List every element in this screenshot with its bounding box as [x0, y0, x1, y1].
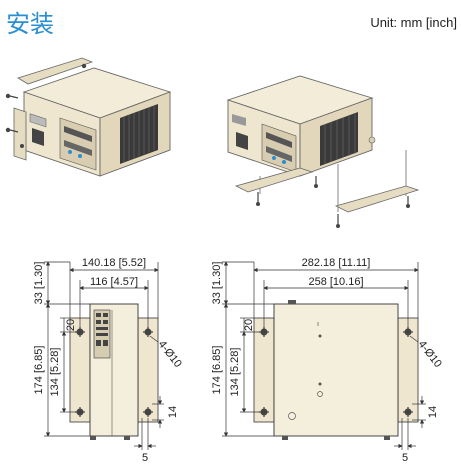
right-width-outer: 282.18 [11.11]	[302, 257, 371, 269]
right-width-inner: 258 [10.16]	[308, 276, 363, 288]
left-height-inner: 134 [5.28]	[49, 348, 61, 397]
right-top-offset: 33 [1.30]	[211, 262, 223, 305]
left-hole-spec: 4-Ø10	[156, 338, 184, 369]
iso-view-wall-mount	[5, 57, 172, 177]
iso-view-floor-mount	[226, 75, 420, 228]
left-width-outer: 140.18 [5.52]	[82, 257, 146, 269]
left-height-outer: 174 [6.85]	[33, 346, 45, 395]
left-slot-offset: 20	[65, 319, 77, 331]
left-side-offset: 14	[167, 406, 179, 418]
right-slot-offset: 20	[243, 319, 255, 331]
left-top-offset: 33 [1.30]	[33, 262, 45, 305]
unit-label: Unit: mm [inch]	[370, 15, 457, 30]
page-title: 安装	[6, 10, 54, 38]
right-hole-spec: 4-Ø10	[416, 338, 444, 369]
right-bottom-gap: 5	[402, 452, 408, 464]
right-side-view: 282.18 [11.11] 258 [10.16] 33 [1.30] 174…	[211, 257, 444, 464]
left-bottom-gap: 5	[142, 452, 148, 464]
right-height-outer: 174 [6.85]	[211, 346, 223, 395]
left-front-view: 140.18 [5.52] 116 [4.57] 33 [1.30] 174 […	[33, 257, 184, 464]
right-side-offset: 14	[427, 406, 439, 418]
left-width-inner: 116 [4.57]	[90, 276, 138, 288]
right-height-inner: 134 [5.28]	[229, 348, 241, 397]
